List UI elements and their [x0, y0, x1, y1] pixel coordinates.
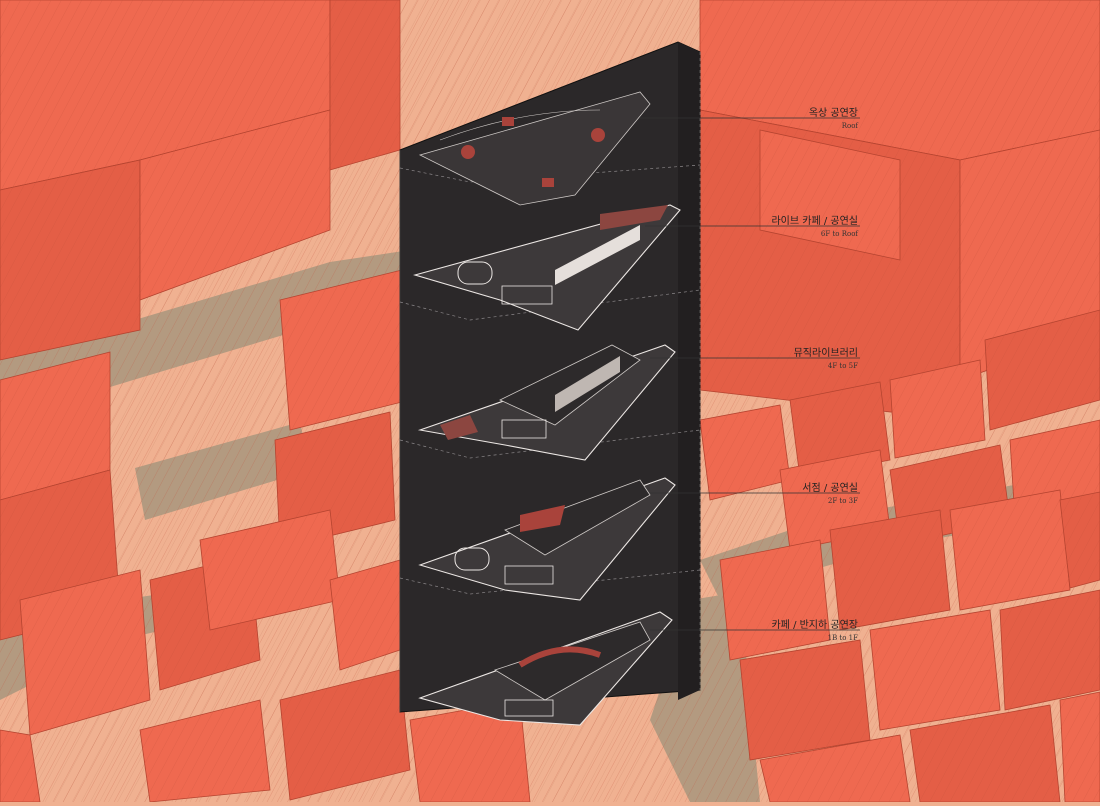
- floor-4f: [417, 344, 676, 461]
- floor-room: [504, 565, 554, 585]
- floor-accent: [440, 415, 478, 440]
- floor-2f: [418, 477, 676, 601]
- roof-deck: [418, 91, 651, 206]
- floor-volume: [494, 621, 651, 701]
- roof-seat: [502, 117, 514, 126]
- roof-seat: [591, 128, 605, 142]
- floor-stair: [454, 547, 490, 571]
- sublabel-2f: 2F to 3F: [827, 497, 858, 505]
- floor-wall: [555, 225, 640, 285]
- floor-6f: [412, 204, 681, 331]
- roof-level: [418, 91, 651, 206]
- floor-accent: [520, 505, 565, 532]
- floor-stair: [457, 261, 493, 285]
- sublabel-1f: 1B to 1F: [827, 634, 858, 642]
- sublabel-6f: 6F to Roof: [820, 230, 858, 238]
- label-6f: 라이브 카페 / 공연실: [771, 216, 858, 227]
- label-2f: 서점 / 공연실: [802, 483, 858, 494]
- label-4f: 뮤직라이브러리: [793, 348, 858, 359]
- slab-lines: [399, 164, 701, 595]
- label-roof: 옥상 공연장: [808, 108, 858, 119]
- floor-room: [501, 285, 553, 305]
- sublabel-4f: 4F to 5F: [827, 362, 858, 370]
- floor-room: [504, 699, 554, 717]
- label-1f: 카페 / 반지하 공연장: [771, 620, 858, 631]
- tower: [399, 41, 701, 726]
- roof-curve: [439, 109, 601, 141]
- floor-accent: [600, 205, 668, 230]
- floor-wall: [555, 356, 620, 412]
- floor-volume: [504, 479, 651, 556]
- leader-lines: [640, 117, 860, 631]
- roof-seat: [542, 178, 554, 187]
- tower-edge: [678, 42, 700, 700]
- floor-room: [501, 419, 547, 439]
- floor-accent: [518, 646, 602, 668]
- roof-seat: [461, 145, 475, 159]
- sublabel-roof: Roof: [841, 122, 858, 130]
- floor-1f: [418, 611, 673, 726]
